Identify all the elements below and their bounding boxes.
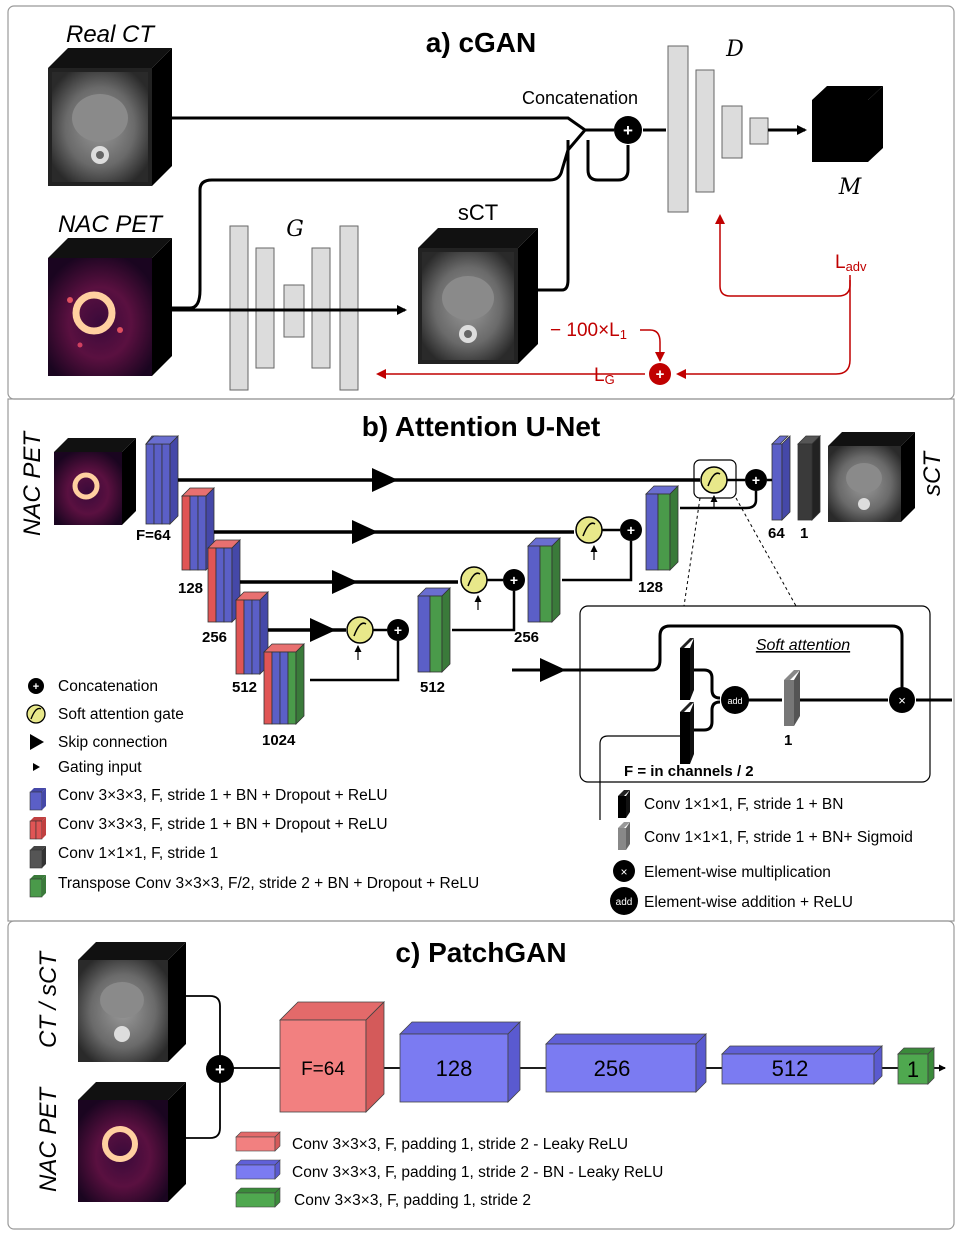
svg-text:+: + [510, 572, 518, 588]
patch-label-1: 1 [907, 1057, 919, 1082]
patch-label-128: 128 [436, 1056, 473, 1081]
legend-left-7: Transpose Conv 3×3×3, F/2, stride 2 + BN… [58, 875, 479, 892]
patch-label-256: 256 [594, 1056, 631, 1081]
g-loss-label: LG [594, 365, 615, 387]
discriminator-bars [667, 45, 769, 213]
panel-c-frame [7, 920, 955, 1230]
loss-sum-plus: + [656, 366, 665, 383]
d-label: D [725, 37, 744, 62]
patch-legend-0: Conv 3×3×3, F, padding 1, stride 2 - Lea… [292, 1136, 628, 1153]
legend-left-0: Concatenation [58, 678, 158, 695]
encoder-blocks [145, 435, 305, 725]
legend-right-1: Conv 1×1×1, F, stride 1 + BN+ Sigmoid [644, 829, 913, 846]
patch-legend-1: Conv 3×3×3, F, padding 1, stride 2 - BN … [292, 1164, 663, 1181]
gating-input-line [599, 735, 680, 820]
concat-nodes-b: + + + + [387, 469, 767, 641]
dec-label-256: 256 [514, 629, 539, 646]
sct-label-b: sCT [919, 450, 946, 496]
sct-cube-a [418, 228, 538, 364]
zoom-lines [683, 497, 797, 607]
enc-label-256: 256 [202, 629, 227, 646]
concat-plus-a: + [623, 121, 633, 140]
panel-a-title: a) cGAN [426, 27, 536, 58]
ct-cube-c [78, 942, 186, 1062]
nac-pet-cube [48, 238, 172, 376]
dec-label-1: 1 [800, 525, 808, 542]
concat-plus-c: + [215, 1060, 225, 1079]
real-ct-label: Real CT [66, 21, 156, 48]
m-cube [812, 86, 883, 162]
panel-c-connectors [186, 995, 946, 1139]
enc-label-f64: F=64 [136, 527, 171, 544]
legend-left-4: Conv 3×3×3, F, stride 1 + BN + Dropout +… [58, 787, 388, 804]
svg-text:+: + [627, 522, 635, 538]
dec-label-64: 64 [768, 525, 785, 542]
legend-left-3: Gating input [58, 759, 142, 776]
legend-right-2: Element-wise multiplication [644, 864, 831, 881]
patch-legend-2: Conv 3×3×3, F, padding 1, stride 2 [294, 1192, 531, 1209]
svg-text:+: + [394, 622, 402, 638]
enc-label-1024: 1024 [262, 732, 296, 749]
nac-pet-cube-b [54, 438, 136, 525]
nac-pet-label-b: NAC PET [19, 430, 46, 536]
panel-c-title: c) PatchGAN [395, 937, 566, 968]
loss-sum-node [649, 363, 671, 385]
inset-add-label: add [727, 696, 742, 706]
concat-node-a [614, 116, 642, 144]
patch-label-512: 512 [772, 1056, 809, 1081]
concat-node-c [206, 1055, 234, 1083]
enc-label-512: 512 [232, 679, 257, 696]
patch-legend-swatches [235, 1131, 281, 1208]
nac-pet-label: NAC PET [58, 211, 164, 238]
dec-label-128: 128 [638, 579, 663, 596]
enc-label-128: 128 [178, 580, 203, 597]
svg-text:×: × [620, 865, 627, 879]
ct-sct-label: CT / sCT [35, 950, 62, 1048]
svg-text:+: + [33, 681, 39, 693]
inset-add-node [721, 686, 749, 714]
inset-f-label: F = in channels / 2 [624, 763, 754, 780]
legend-right-3: Element-wise addition + ReLU [644, 894, 853, 911]
legend-right-0: Conv 1×1×1, F, stride 1 + BN [644, 796, 843, 813]
legend-right: × add [610, 790, 638, 915]
real-ct-cube [48, 48, 172, 186]
dec-label-512: 512 [420, 679, 445, 696]
l1-loss-label: − 100×L1 [550, 320, 627, 342]
soft-attention-inset [579, 605, 931, 783]
inset-mult-node [889, 687, 915, 713]
inset-blocks [680, 638, 800, 764]
panel-b-title: b) Attention U-Net [362, 411, 600, 442]
sct-label-a: sCT [458, 200, 498, 225]
gating-inputs [354, 495, 718, 660]
generator-bars [229, 225, 359, 391]
soft-attention-title: Soft attention [756, 637, 850, 654]
adv-loss-label: Ladv [835, 252, 867, 274]
sct-cube-b [828, 432, 915, 522]
legend-left-1: Soft attention gate [58, 706, 184, 723]
inset-mult-label: × [898, 693, 906, 708]
patch-blocks [279, 1001, 935, 1113]
pet-cube-c [78, 1082, 186, 1202]
concatenation-label: Concatenation [522, 88, 638, 108]
svg-text:add: add [616, 897, 633, 908]
legend-left-6: Conv 1×1×1, F, stride 1 [58, 845, 218, 862]
m-label: M [838, 175, 862, 200]
g-label: G [286, 217, 304, 242]
nac-pet-label-c: NAC PET [35, 1086, 62, 1192]
svg-text:+: + [752, 472, 760, 488]
panel-a-connectors [172, 116, 807, 315]
gate-connectors [310, 478, 772, 682]
legend-left-2: Skip connection [58, 734, 167, 751]
legend-left-5: Conv 3×3×3, F, stride 1 + BN + Dropout +… [58, 816, 388, 833]
legend-left: + [26, 678, 46, 898]
patch-label-f64: F=64 [301, 1059, 345, 1080]
inset-lines [512, 624, 952, 732]
loss-lines [376, 214, 851, 379]
inset-label-1: 1 [784, 732, 792, 749]
decoder-blocks [417, 435, 821, 673]
